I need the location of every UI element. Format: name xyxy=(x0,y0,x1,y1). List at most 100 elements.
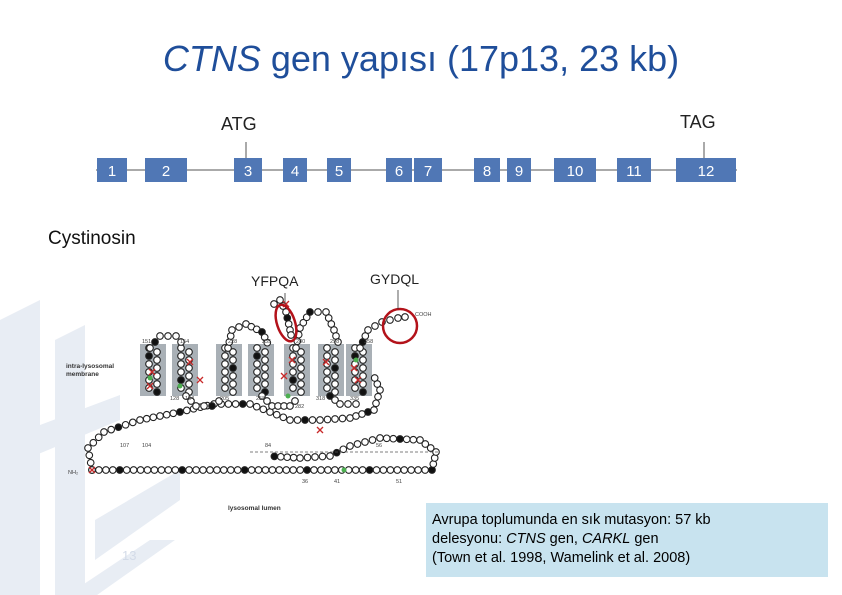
residue-bead xyxy=(289,376,297,384)
residue-bead xyxy=(372,466,381,474)
residue-bead xyxy=(221,368,229,376)
gydql-highlight-circle xyxy=(381,307,419,345)
motif-yfpqa: YFPQA xyxy=(251,273,299,289)
tm-segment-7 xyxy=(346,344,372,396)
residue-bead xyxy=(371,322,379,330)
residue-bead xyxy=(240,466,249,474)
tm-segment-3 xyxy=(216,344,242,396)
residue-bead xyxy=(169,409,178,418)
residue-bead xyxy=(421,466,429,474)
residue-bead xyxy=(297,348,305,356)
residue-bead xyxy=(258,392,266,400)
exon-12 xyxy=(676,158,736,182)
residue-bead xyxy=(102,466,110,474)
residue-number-358: 358 xyxy=(364,339,373,345)
residue-bead xyxy=(192,402,200,410)
residue-bead xyxy=(303,453,312,462)
residue-bead xyxy=(416,436,424,444)
residue-number-282: 282 xyxy=(295,404,304,410)
residue-bead xyxy=(297,388,305,396)
residue-bead xyxy=(229,388,237,396)
residue-bead xyxy=(374,392,382,401)
residue-bead xyxy=(331,380,339,388)
residue-bead xyxy=(114,423,123,432)
motif-gydql: GYDQL xyxy=(370,271,420,287)
residue-bead xyxy=(316,416,324,424)
residue-bead xyxy=(426,444,435,452)
residue-bead xyxy=(149,413,158,422)
residue-bead xyxy=(393,466,402,474)
mutation-note-box: Avrupa toplumunda en sık mutasyon: 57 kb… xyxy=(426,503,828,577)
residue-bead xyxy=(107,425,116,434)
residue-bead xyxy=(261,372,269,380)
residue-bead xyxy=(115,466,124,474)
residue-bead xyxy=(85,451,94,460)
residue-bead xyxy=(310,466,318,474)
residue-bead xyxy=(145,360,153,368)
residue-bead xyxy=(121,420,130,429)
exon-label-12: 12 xyxy=(698,163,715,180)
residue-bead xyxy=(199,466,207,474)
residue-bead xyxy=(253,360,261,368)
residue-bead xyxy=(185,348,193,356)
exon-label-4: 4 xyxy=(291,163,299,180)
yfpqa-highlight-circle xyxy=(274,303,298,343)
residue-bead xyxy=(229,372,237,380)
residue-bead xyxy=(303,466,311,474)
residue-bead xyxy=(233,466,242,474)
residue-bead xyxy=(400,466,409,474)
residue-number-107: 107 xyxy=(120,443,129,449)
exon-label-1: 1 xyxy=(108,163,116,180)
residue-number-298: 298 xyxy=(330,339,339,345)
residue-bead xyxy=(339,445,348,454)
residue-bead xyxy=(283,453,292,462)
residue-bead xyxy=(286,402,294,410)
membrane-label-line2: membrane xyxy=(66,371,99,378)
residue-bead xyxy=(346,442,354,450)
residue-bead xyxy=(276,452,285,461)
exon-11 xyxy=(617,158,651,182)
residue-bead xyxy=(270,300,278,308)
residue-bead xyxy=(261,364,269,372)
residue-bead xyxy=(336,400,344,408)
residue-bead xyxy=(156,332,164,340)
residue-bead xyxy=(224,400,233,408)
residue-bead xyxy=(286,416,294,424)
residue-bead xyxy=(263,338,272,347)
residue-bead xyxy=(246,400,254,408)
mutation-mark xyxy=(322,358,330,366)
residue-number-36: 36 xyxy=(302,479,308,485)
slide-title: CTNS gen yapısı (17p13, 23 kb) xyxy=(0,38,842,80)
mutation-mark xyxy=(316,426,324,434)
residue-bead xyxy=(156,412,164,420)
residue-bead xyxy=(219,466,228,474)
residue-bead xyxy=(185,364,193,372)
residue-bead xyxy=(208,402,216,410)
residue-bead xyxy=(297,380,305,388)
residue-bead xyxy=(358,466,367,474)
residue-bead xyxy=(235,323,243,331)
residue-bead xyxy=(276,296,284,304)
residue-bead xyxy=(153,380,161,388)
tm-segment-5 xyxy=(284,344,310,396)
residue-bead xyxy=(296,466,305,474)
residue-bead xyxy=(84,444,92,452)
residue-bead xyxy=(164,332,172,340)
residue-bead xyxy=(386,466,395,474)
mutation-mark xyxy=(280,372,288,380)
residue-bead xyxy=(261,466,270,474)
residue-bead xyxy=(162,410,171,419)
residue-bead xyxy=(231,400,240,408)
residue-bead xyxy=(326,392,334,400)
residue-bead xyxy=(297,372,305,380)
exon-5 xyxy=(327,158,351,182)
residue-bead xyxy=(407,466,416,474)
exon-9 xyxy=(507,158,531,182)
residue-bead xyxy=(253,352,261,360)
start-codon-label: ATG xyxy=(221,114,257,134)
residue-bead xyxy=(100,428,108,436)
residue-bead xyxy=(370,374,379,382)
residue-bead xyxy=(324,466,332,474)
variant-mark xyxy=(353,357,359,363)
residue-number-128: 128 xyxy=(170,396,179,402)
